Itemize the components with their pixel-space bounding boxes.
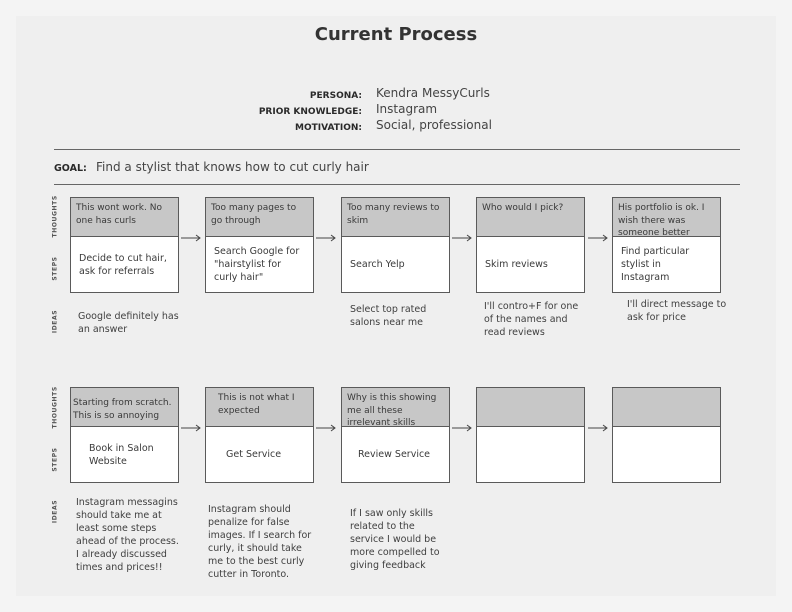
row2-card-4 xyxy=(476,387,585,483)
thought-box: Too many reviews to skim xyxy=(342,198,449,237)
step-box: Search Google for "hairstylist for curly… xyxy=(214,246,300,283)
row1-card-4: Who would I pick? Skim reviews xyxy=(476,197,585,293)
step-box: Skim reviews xyxy=(485,259,548,270)
row1-steps-label: STEPS xyxy=(51,256,59,281)
thought-box: This is not what I expected xyxy=(206,388,313,427)
row2-idea-3: If I saw only skills related to the serv… xyxy=(350,508,440,571)
row2-thoughts-label: THOUGHTS xyxy=(51,386,59,429)
step-box: Book in Salon Website xyxy=(89,442,154,467)
arrow-right-icon xyxy=(588,234,608,242)
row1-card-5: His portfolio is ok. I wish there was so… xyxy=(612,197,721,293)
row1-idea-3: Select top rated salons near me xyxy=(350,304,427,328)
arrow-right-icon xyxy=(316,234,336,242)
page-title: Current Process xyxy=(314,24,478,45)
row1-idea-5: I'll direct message to ask for price xyxy=(627,299,727,323)
row2-idea-2: Instagram should penalize for false imag… xyxy=(208,504,312,580)
step-box: Find particular stylist in Instagram xyxy=(621,246,690,283)
arrow-right-icon xyxy=(452,234,472,242)
divider-bottom xyxy=(54,184,740,185)
row2-card-3: Why is this showing me all these irrelev… xyxy=(341,387,450,483)
arrow-right-icon xyxy=(588,424,608,432)
persona-value: Kendra MessyCurls xyxy=(376,86,490,100)
arrow-right-icon xyxy=(181,234,201,242)
step-box: Decide to cut hair, ask for referrals xyxy=(79,252,167,277)
row1-idea-4: I'll contro+F for one of the names and r… xyxy=(484,301,579,338)
row1-ideas-label: IDEAS xyxy=(51,309,59,334)
arrow-right-icon xyxy=(452,424,472,432)
row1-card-3: Too many reviews to skim Search Yelp xyxy=(341,197,450,293)
row2-card-1: Starting from scratch. This is so annoyi… xyxy=(70,387,179,483)
row2-ideas-label: IDEAS xyxy=(51,499,59,524)
row2-card-2: This is not what I expected Get Service xyxy=(205,387,314,483)
thought-box: Starting from scratch. This is so annoyi… xyxy=(71,388,178,427)
step-box xyxy=(477,427,584,482)
prior-knowledge-label: PRIOR KNOWLEDGE: xyxy=(258,107,362,117)
row1-idea-1: Google definitely has an answer xyxy=(78,311,179,335)
row2-idea-1: Instagram messagins should take me at le… xyxy=(76,497,179,573)
thought-box xyxy=(613,388,720,427)
canvas-sheet xyxy=(16,16,776,596)
thought-box: Too many pages to go through xyxy=(206,198,313,237)
thought-box: His portfolio is ok. I wish there was so… xyxy=(613,198,720,237)
prior-knowledge-value: Instagram xyxy=(376,102,438,116)
row2-steps-label: STEPS xyxy=(51,447,59,472)
step-box: Review Service xyxy=(358,449,431,460)
goal-value: Find a stylist that knows how to cut cur… xyxy=(96,160,369,174)
thought-box: This wont work. No one has curls xyxy=(71,198,178,237)
row2-card-5 xyxy=(612,387,721,483)
goal-label: GOAL: xyxy=(54,163,87,174)
step-box xyxy=(613,427,720,482)
motivation-label: MOTIVATION: xyxy=(295,123,362,133)
step-box: Search Yelp xyxy=(350,259,405,270)
row1-card-1: This wont work. No one has curls Decide … xyxy=(70,197,179,293)
thought-box: Why is this showing me all these irrelev… xyxy=(342,388,449,427)
arrow-right-icon xyxy=(181,424,201,432)
row1-thoughts-label: THOUGHTS xyxy=(51,195,59,238)
divider-top xyxy=(54,149,740,150)
arrow-right-icon xyxy=(316,424,336,432)
motivation-value: Social, professional xyxy=(376,118,492,132)
thought-box: Who would I pick? xyxy=(477,198,584,237)
thought-box xyxy=(477,388,584,427)
persona-label: PERSONA: xyxy=(309,91,362,101)
step-box: Get Service xyxy=(226,449,282,460)
row1-card-2: Too many pages to go through Search Goog… xyxy=(205,197,314,293)
